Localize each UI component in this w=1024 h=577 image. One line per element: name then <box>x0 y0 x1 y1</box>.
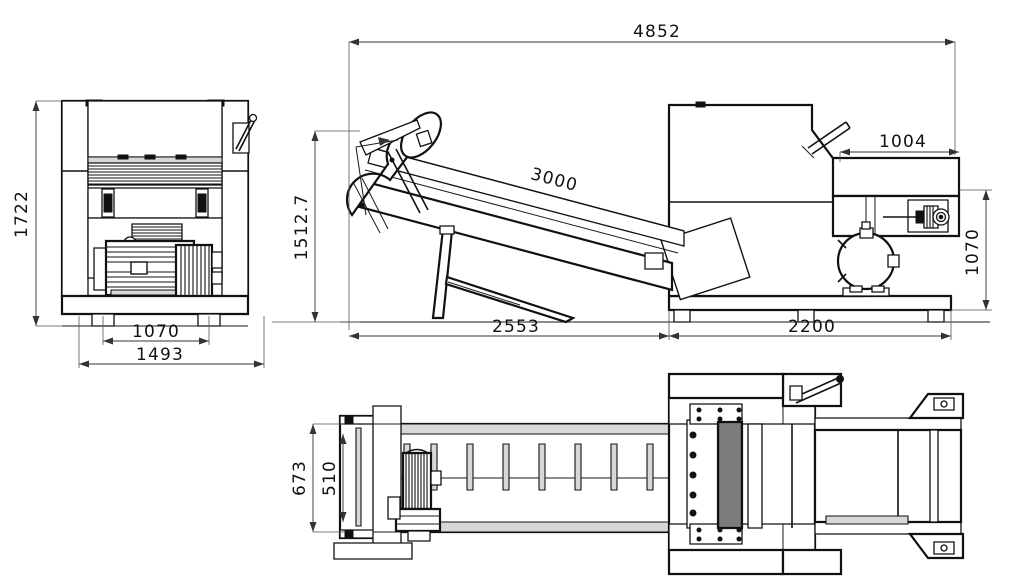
plan-conveyor-gearmotor <box>388 450 441 542</box>
front-elevation-dimensions: 1722 1070 1493 <box>12 101 264 368</box>
plan-head-lug-top <box>344 416 354 425</box>
conveyor-brace-1 <box>388 152 420 213</box>
front-terminal-box <box>212 252 222 268</box>
plan-bottom-cover <box>669 550 783 574</box>
conveyor-brace-4 <box>362 178 388 229</box>
dim-label-1722: 1722 <box>12 190 32 238</box>
dim-673-arrow-bottom <box>309 522 317 532</box>
front-bearing-right-core <box>197 193 207 213</box>
conveyor-feed-plate <box>360 120 420 155</box>
dim-label-1070-side: 1070 <box>963 228 983 276</box>
plan-mount-ear-bottom <box>910 534 963 558</box>
plan-mount-ear-top <box>910 394 963 418</box>
dim-2200-arrow-right <box>941 332 951 340</box>
dim-label-2200: 2200 <box>788 317 836 337</box>
conveyor-brace-3 <box>353 182 380 233</box>
side-elevation-view <box>340 101 990 322</box>
dim-1070-side-arrow-top <box>982 190 990 200</box>
front-rotor-hatch <box>88 163 222 185</box>
dim-2553-arrow-right <box>659 332 669 340</box>
dim-4852-arrow-right <box>945 38 955 46</box>
plan-flange-pad-top <box>690 404 742 424</box>
dim-label-2553: 2553 <box>492 317 540 337</box>
side-cabinet-upper <box>833 158 959 196</box>
dim-510-arrow-top <box>339 434 347 444</box>
conveyor-feed-arrow <box>378 137 390 146</box>
plan-handle-lever <box>783 374 844 406</box>
conveyor-support-leg <box>433 226 573 322</box>
dim-2553-arrow-left <box>349 332 359 340</box>
plan-lower-crossbar <box>826 516 908 524</box>
front-rotor-nub-2 <box>144 154 156 160</box>
dim-label-1493: 1493 <box>136 345 184 365</box>
front-junction-box <box>212 272 222 284</box>
conveyor-sensor-box <box>645 253 663 269</box>
dim-1512-arrow-bottom <box>311 312 319 322</box>
side-skid-foot-1 <box>674 310 690 322</box>
dim-1493-arrow-left <box>79 360 89 368</box>
plan-view-dimensions: 673 510 <box>290 424 347 532</box>
dim-label-1070-front: 1070 <box>132 322 180 342</box>
front-bearing-left-core <box>103 193 113 213</box>
plan-bolt-flange-left <box>687 420 721 528</box>
dim-4852-arrow-left <box>349 38 359 46</box>
dim-1004-arrow-right <box>949 148 959 156</box>
conveyor-brace-2 <box>396 149 428 210</box>
plan-outer-frame-rail <box>930 430 938 522</box>
conveyor-head-bracket <box>416 130 431 146</box>
plan-bottom-cover-right <box>783 550 841 574</box>
conveyor-side-panel <box>368 148 684 246</box>
dim-1722-arrow-top <box>32 101 40 111</box>
front-handle-lever <box>233 115 257 154</box>
plan-head-lug-bottom <box>344 529 354 538</box>
plan-rotor-assembly <box>718 422 742 528</box>
conveyor-hopper-edge-top <box>356 140 398 147</box>
side-housing-top-lug <box>695 101 706 108</box>
conveyor-mid-rail <box>365 170 678 253</box>
side-main-motor <box>838 222 899 296</box>
plan-head-base-pad <box>334 543 412 559</box>
side-base-skid <box>669 296 951 310</box>
side-skid-foot-3 <box>928 310 944 322</box>
front-rotor-nub-1 <box>117 154 129 160</box>
front-hopper-opening <box>88 101 222 157</box>
side-inclined-conveyor <box>347 105 684 322</box>
side-handle-lever <box>802 122 850 158</box>
plan-view <box>334 374 963 574</box>
front-rotor-nub-3 <box>175 154 187 160</box>
dim-673-arrow-top <box>309 424 317 434</box>
front-base-plinth <box>62 296 248 314</box>
plan-guard-rail-top <box>815 418 961 430</box>
dim-1070-front-arrow-left <box>103 337 113 345</box>
side-cabinet-gearmotor <box>883 206 949 228</box>
front-left-column <box>62 101 88 296</box>
dim-label-510: 510 <box>320 460 340 496</box>
dim-1493-arrow-right <box>254 360 264 368</box>
dim-label-1004: 1004 <box>879 132 927 152</box>
plan-chamber-panel-1 <box>748 424 762 528</box>
dim-1070-front-arrow-right <box>199 337 209 345</box>
dim-1070-side-arrow-bottom <box>982 300 990 310</box>
dim-1722-arrow-bottom <box>32 316 40 326</box>
front-elevation-view <box>62 99 257 326</box>
dim-1512-arrow-top <box>311 131 319 141</box>
plan-outer-frame <box>815 430 961 522</box>
dim-label-1512-7: 1512.7 <box>292 194 312 261</box>
dim-label-4852: 4852 <box>633 22 681 42</box>
dim-label-673: 673 <box>290 460 310 496</box>
front-fan-cowl <box>176 245 212 297</box>
dim-510-arrow-bottom <box>339 512 347 522</box>
plan-head-inner-rail <box>356 428 361 526</box>
dim-1004-arrow-left <box>840 148 850 156</box>
plan-top-cover <box>669 374 783 398</box>
dim-2200-arrow-left <box>669 332 679 340</box>
